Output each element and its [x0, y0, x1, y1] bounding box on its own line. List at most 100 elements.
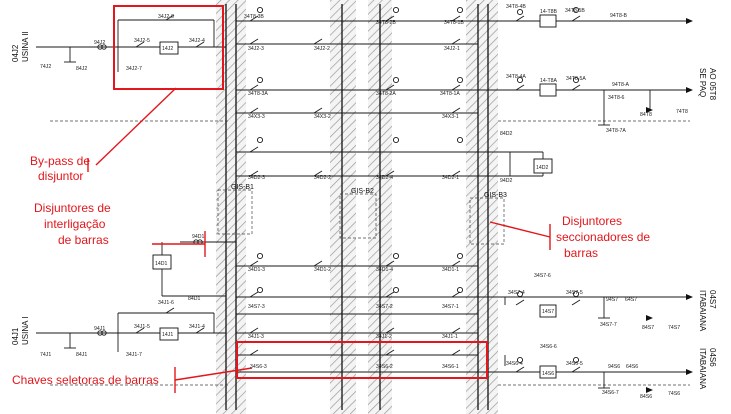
- feeder-arrow-icon: [686, 87, 693, 93]
- disconnect-switch-symbol: [249, 349, 259, 356]
- annotation-interlig-2: interligação: [44, 217, 106, 231]
- disconnect-switch-symbol: [451, 260, 461, 267]
- bus-bay-hatching: [216, 0, 498, 414]
- gis-b1-label: GIS-B1: [231, 184, 254, 191]
- disconnect-switch-symbol: [515, 15, 525, 22]
- label-34j2-6: 34J2-6: [158, 14, 174, 20]
- disconnect-switch-symbol: [451, 170, 461, 177]
- feeder-s7-name: ITABAIANA: [698, 290, 707, 332]
- label-34j2-3: 34J2-3: [248, 46, 264, 52]
- label-94d2: 94D2: [500, 178, 513, 184]
- feeder-arrow-icon: [646, 107, 653, 113]
- voltage-transformer-symbol: [456, 136, 464, 144]
- voltage-transformer-symbol: [516, 8, 524, 16]
- label-34t8-4a: 34T8-4A: [506, 74, 526, 80]
- disconnect-switch-symbol: [451, 38, 461, 45]
- voltage-transformer-symbol: [572, 290, 580, 298]
- disconnect-switch-symbol: [571, 15, 581, 22]
- label-94d1: 94D1: [192, 234, 205, 240]
- disconnect-switch-symbol: [249, 327, 259, 334]
- feeder-usina-i: [36, 312, 226, 352]
- disconnect-switch-symbol: [165, 14, 175, 21]
- annotation-bypass-1: By-pass de: [30, 154, 90, 168]
- feeder-arrow-icon: [646, 387, 653, 393]
- label-14j1: 14J1: [162, 332, 173, 338]
- label-34s6-7: 34S6-7: [602, 390, 619, 396]
- disconnect-switch-symbol: [313, 38, 323, 45]
- label-34t8-3b: 34T8-3B: [244, 14, 264, 20]
- voltage-transformer-symbol: [456, 6, 464, 14]
- coupler-d1: [152, 239, 226, 297]
- disconnect-switch-symbol: [571, 299, 581, 306]
- label-34s7-4: 34S7-4: [508, 290, 525, 296]
- label-34s6-2: 34S6-2: [376, 364, 393, 370]
- label-14d1: 14D1: [155, 261, 168, 267]
- disconnect-switch-symbol: [515, 299, 525, 306]
- disconnect-switch-symbol: [249, 146, 259, 153]
- gis-groups: [217, 189, 505, 245]
- disconnect-switch-symbol: [571, 366, 581, 373]
- vertical-buses: [225, 4, 489, 410]
- label-84s7: 84S7: [642, 325, 654, 331]
- label-14j2: 14J2: [162, 46, 173, 52]
- disconnect-switch-symbol: [451, 15, 461, 22]
- disconnect-switch-symbol: [249, 291, 259, 298]
- highlight-boxes: [113, 5, 488, 379]
- feeder-s6-name: ITABAIANA: [698, 348, 707, 390]
- disconnect-switch-symbol: [385, 84, 395, 91]
- feeder-usina-i-name: USINA I: [21, 317, 30, 345]
- disconnect-switch-symbol: [571, 84, 581, 91]
- label-34d1-4: 34D1-4: [376, 267, 393, 273]
- gis-b2-label: GIS-B2: [351, 188, 374, 195]
- label-14d2: 14D2: [536, 165, 549, 171]
- label-64s6: 64S6: [626, 364, 638, 370]
- voltage-transformer-symbol: [256, 76, 264, 84]
- label-84s6: 84S6: [640, 394, 652, 400]
- annotation-chaves: Chaves seletoras de barras: [12, 373, 159, 387]
- disconnect-switch-symbol: [385, 260, 395, 267]
- disconnect-switch-symbol: [385, 349, 395, 356]
- label-34t8-2a: 34T8-2A: [376, 91, 396, 97]
- feeder-s6-code: 04S6: [708, 348, 717, 367]
- label-34j2-1: 34J2-1: [444, 46, 460, 52]
- voltage-transformer-symbol: [392, 6, 400, 14]
- voltage-transformer-symbol: [572, 76, 580, 84]
- disconnect-switch-symbol: [135, 41, 145, 48]
- label-34x3-1: 34X3-1: [442, 114, 459, 120]
- annotation-pointers: [87, 87, 551, 393]
- label-34t8-1b: 34T8-1B: [444, 20, 464, 26]
- label-74s6: 74S6: [668, 391, 680, 397]
- label-34t8-3a: 34T8-3A: [248, 91, 268, 97]
- label-34d1-2: 34D1-2: [314, 267, 331, 273]
- voltage-transformer-symbol: [516, 290, 524, 298]
- label-34s7-7: 34S7-7: [600, 322, 617, 328]
- disconnect-switch-symbol: [249, 107, 259, 114]
- annotation-interlig-3: de barras: [58, 233, 109, 247]
- label-84j1: 84J1: [76, 352, 87, 358]
- label-34t8-5a: 34T8-5A: [566, 76, 586, 82]
- label-84t8: 84T8: [640, 112, 652, 118]
- label-34t8-5b: 34T8-5B: [565, 8, 585, 14]
- disconnect-switch-symbol: [249, 170, 259, 177]
- label-34s6-5: 34S6-5: [566, 361, 583, 367]
- label-34j1-2: 34J1-2: [376, 334, 392, 340]
- voltage-transformer-symbol: [256, 252, 264, 260]
- label-94s6: 94S6: [608, 364, 620, 370]
- disconnect-switch-symbol: [515, 366, 525, 373]
- label-14t8b: 14-T8B: [540, 9, 558, 15]
- voltage-transformer-symbol: [256, 136, 264, 144]
- feeder-usina-ii-name: USINA II: [21, 31, 30, 62]
- feeder-arrow-icon: [686, 369, 693, 375]
- label-34d1-1: 34D1-1: [442, 267, 459, 273]
- label-94t8-b: 94T8-B: [610, 13, 628, 19]
- label-34x3-2: 34X3-2: [314, 114, 331, 120]
- disconnect-switch-symbol: [313, 107, 323, 114]
- label-14s7: 14S7: [542, 309, 554, 315]
- voltage-transformer-symbol: [392, 286, 400, 294]
- label-94s7: 94S7: [606, 297, 618, 303]
- label-34s7-6: 34S7-6: [534, 273, 551, 279]
- annotation-bypass-2: disjuntor: [38, 169, 83, 183]
- label-34s6-4: 34S6-4: [506, 361, 523, 367]
- feeder-arrow-icon: [646, 315, 653, 321]
